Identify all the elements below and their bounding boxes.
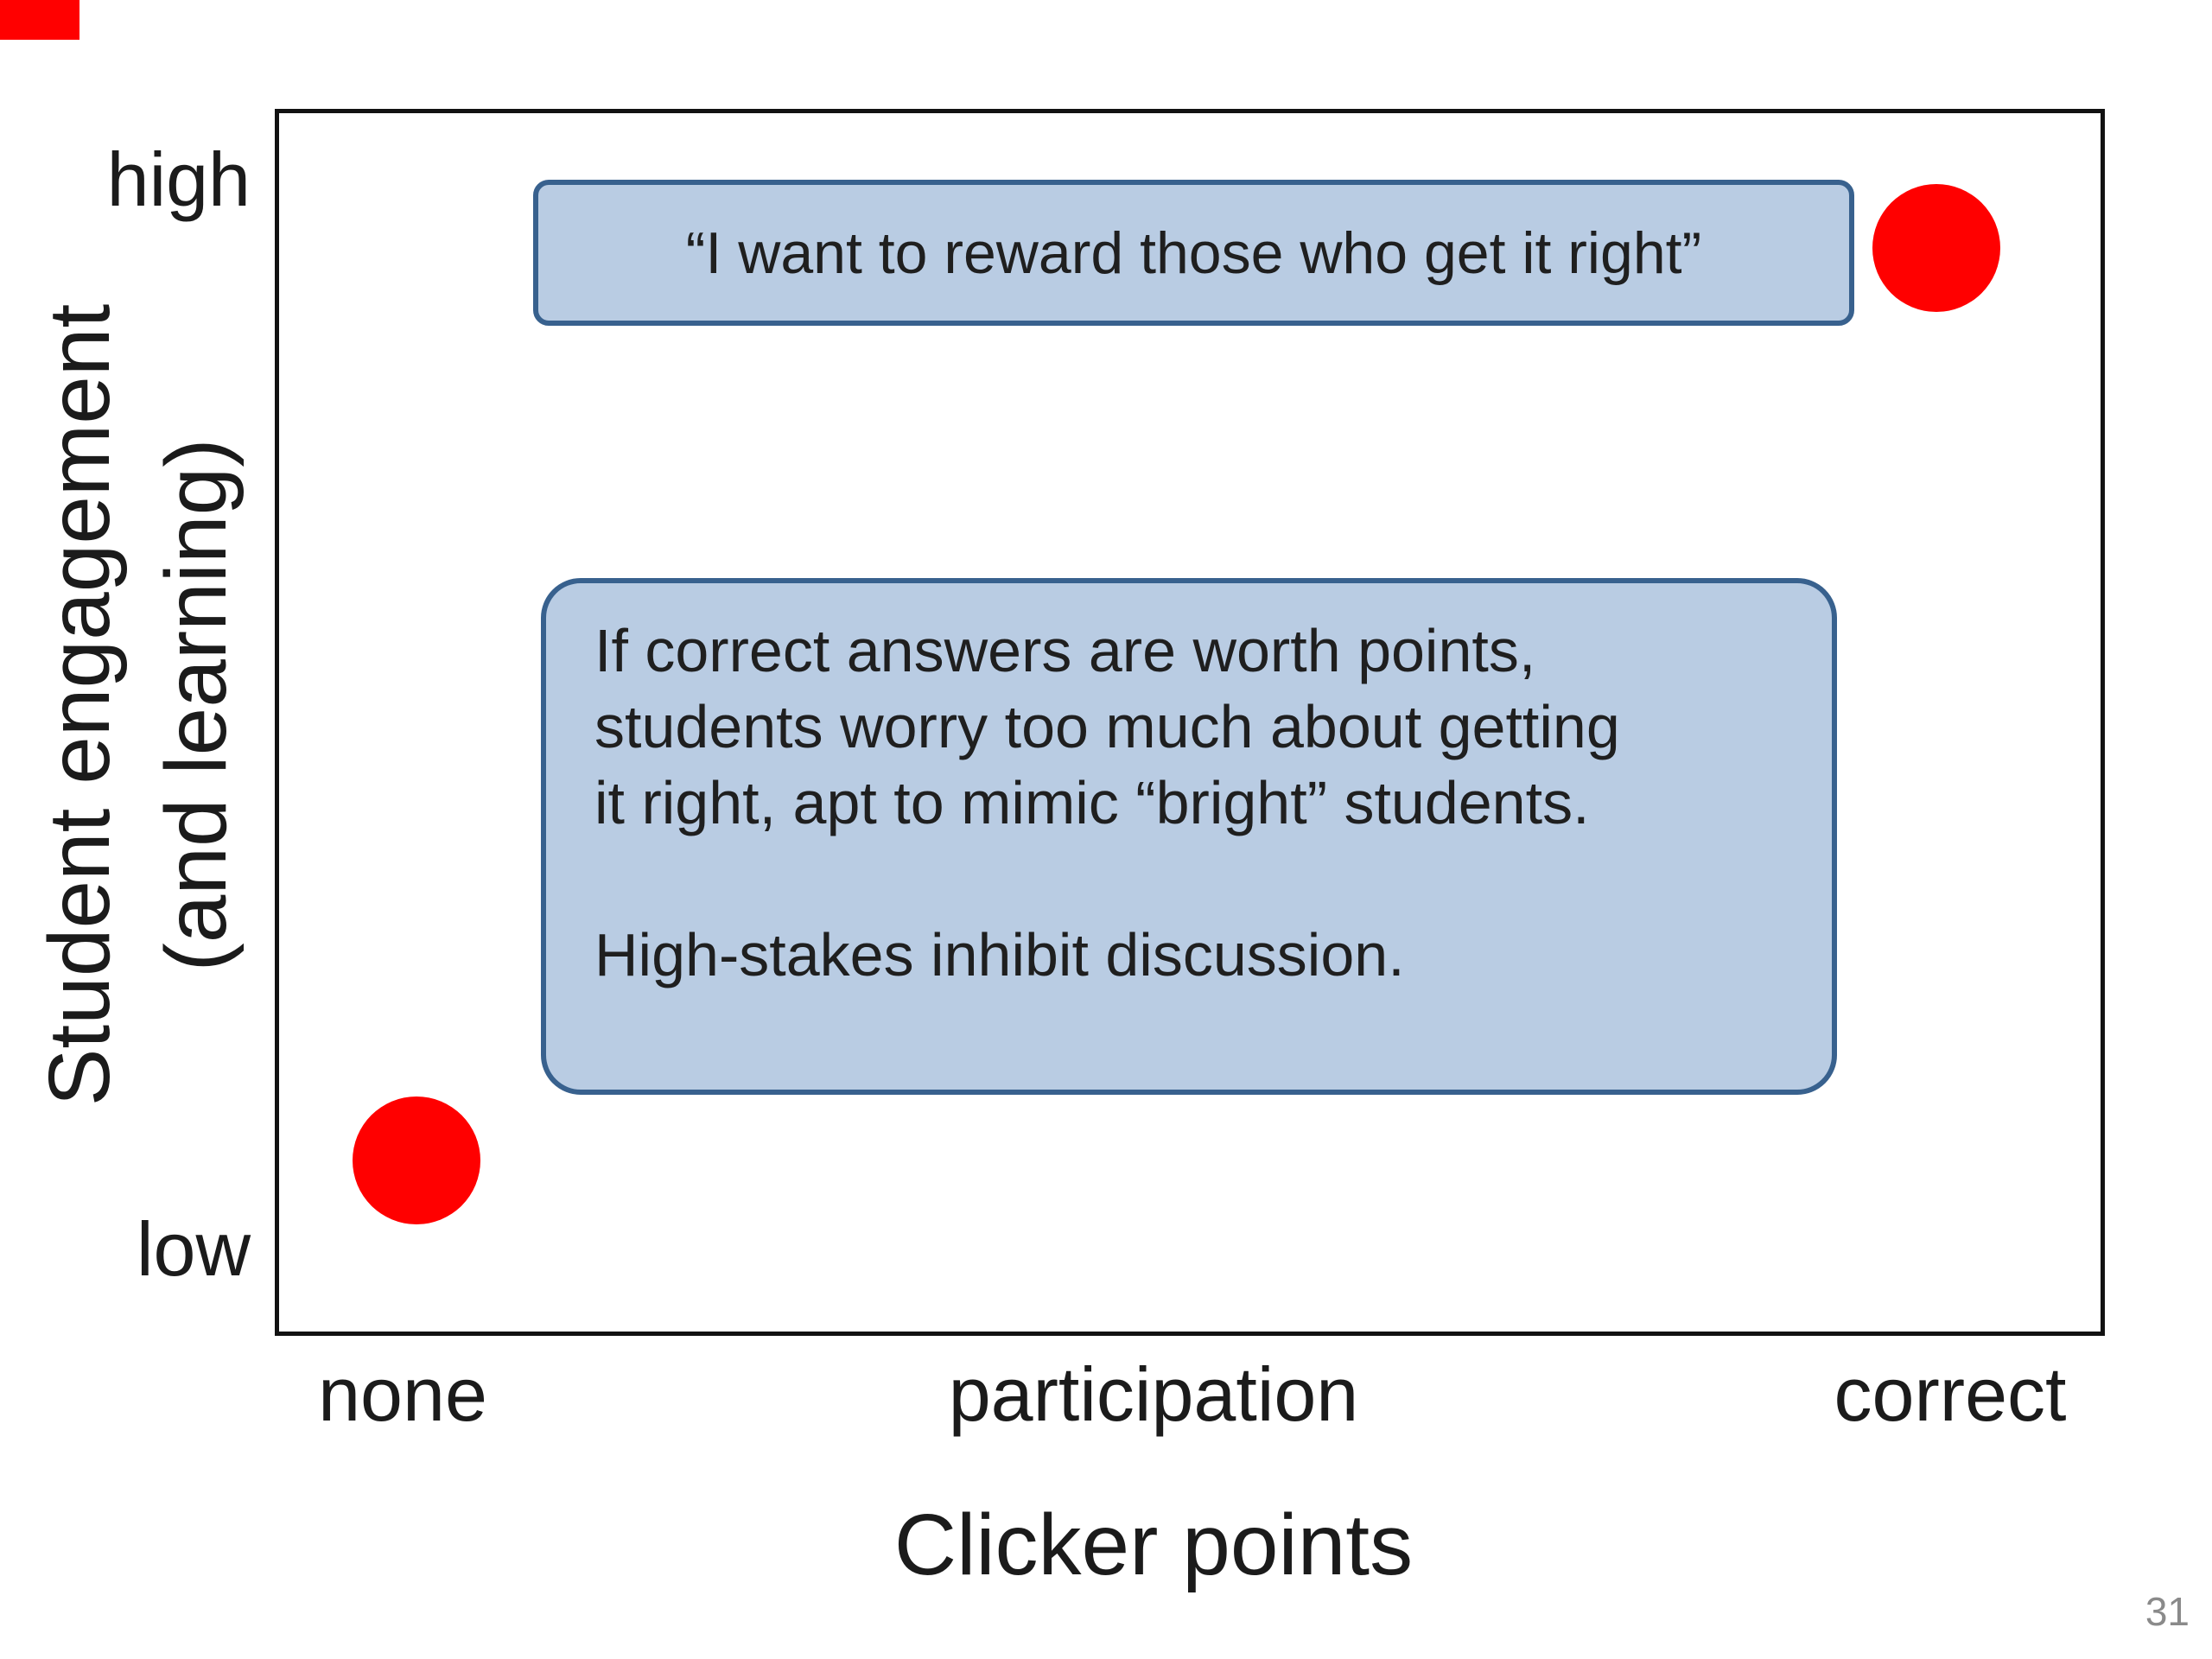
callout-reward-quote: “I want to reward those who get it right… — [533, 180, 1854, 326]
x-tick-correct: correct — [1834, 1351, 2067, 1437]
x-tick-participation: participation — [948, 1351, 1359, 1437]
page-number: 31 — [2145, 1589, 2190, 1634]
x-tick-none: none — [318, 1351, 487, 1437]
x-axis-title: Clicker points — [893, 1497, 1414, 1593]
data-point-none-low — [353, 1096, 480, 1224]
y-axis-title: Student engagement (and learning) — [22, 100, 255, 1310]
y-axis-title-line1: Student engagement — [31, 303, 128, 1107]
callout-reward-quote-text: “I want to reward those who get it right… — [685, 219, 1702, 286]
callout-high-stakes-warning-text: If correct answers are worth points, stu… — [594, 617, 1620, 988]
y-tick-high: high — [106, 137, 251, 222]
data-point-correct-high — [1872, 184, 2000, 312]
corner-marker — [0, 0, 79, 40]
y-tick-low: low — [136, 1206, 251, 1292]
y-axis-title-line2: (and learning) — [148, 438, 245, 972]
callout-high-stakes-warning: If correct answers are worth points, stu… — [541, 578, 1837, 1095]
